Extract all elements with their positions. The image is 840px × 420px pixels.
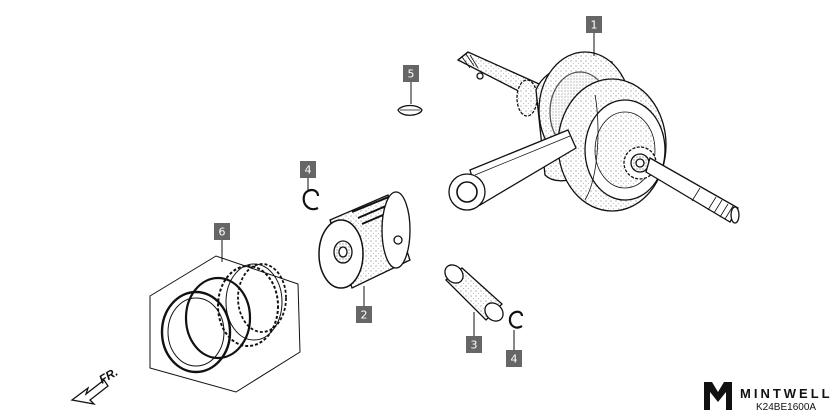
callout-piston-ring-set: 6: [214, 223, 230, 240]
crankshaft-gear: [516, 79, 538, 117]
piston-ring-oil: [217, 263, 287, 347]
svg-text:4: 4: [511, 353, 518, 366]
piston-ring-top: [160, 290, 232, 374]
svg-text:3: 3: [471, 339, 478, 352]
mintwell-logo: MINTWELL: [704, 382, 833, 410]
crankshaft-right-web: [557, 78, 667, 212]
callout-clip-right: 4: [506, 350, 522, 367]
woodruff-key: [397, 104, 423, 116]
callout-crankshaft: 1: [586, 16, 602, 33]
brand-name: MINTWELL: [740, 386, 833, 401]
piston-pin: [444, 264, 504, 322]
piston: [318, 191, 411, 289]
leader-lines: [221, 33, 595, 350]
piston-ring-second: [184, 276, 252, 360]
callout-piston-pin: 3: [466, 336, 482, 353]
crankshaft-assembly: [448, 51, 740, 224]
front-direction-arrow: FR.: [70, 365, 120, 406]
clip-left: [302, 188, 320, 211]
connecting-rod: [448, 129, 577, 211]
crankshaft-right-shaft: [645, 157, 740, 224]
svg-text:5: 5: [408, 68, 415, 81]
svg-text:1: 1: [591, 19, 598, 32]
callout-clip-left: 4: [300, 161, 316, 178]
svg-text:6: 6: [219, 226, 226, 239]
svg-text:4: 4: [305, 164, 312, 177]
part-code: K24BE1600A: [756, 402, 816, 413]
svg-text:2: 2: [361, 309, 368, 322]
clip-right: [508, 310, 524, 329]
callout-woodruff-key: 5: [403, 65, 419, 82]
piston-ring-set: [149, 255, 301, 393]
callout-piston: 2: [356, 306, 372, 323]
